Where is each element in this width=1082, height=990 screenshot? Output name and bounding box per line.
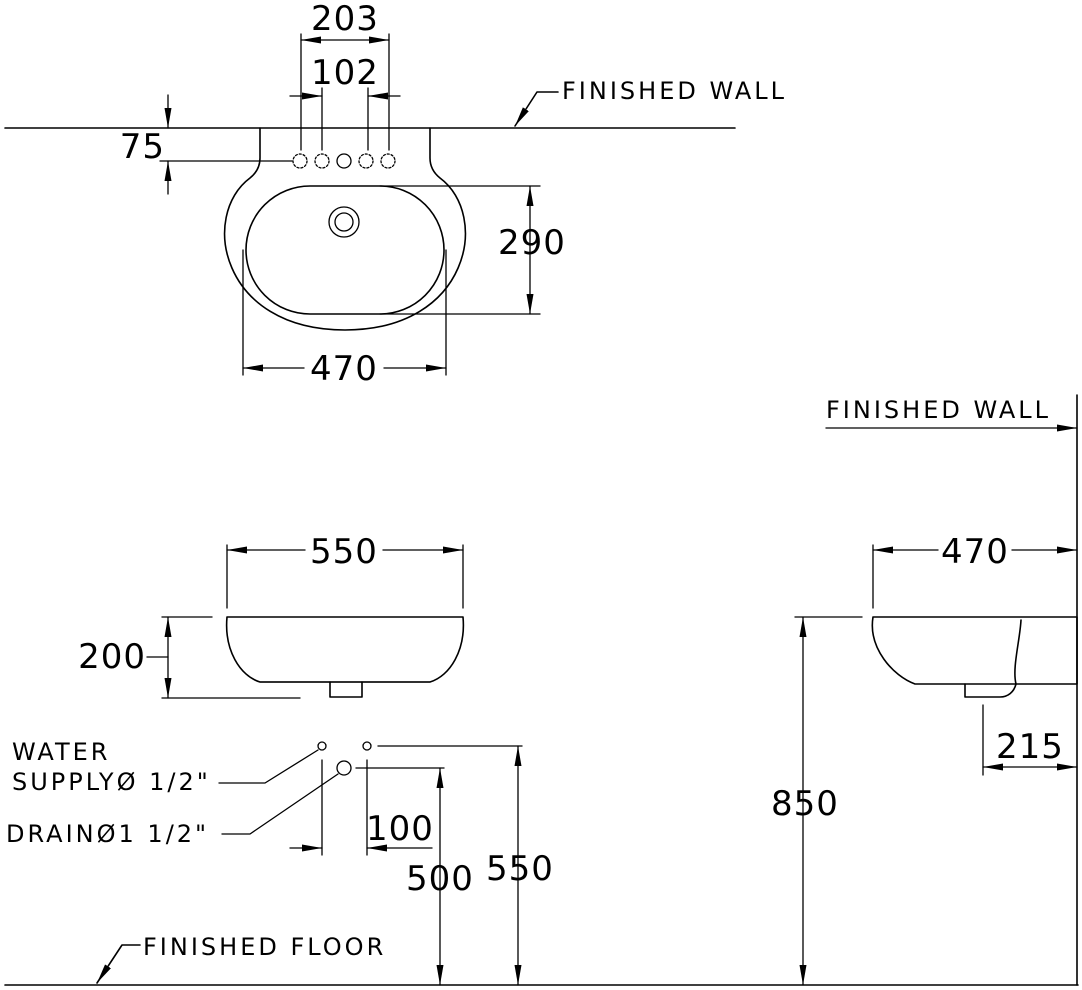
- dim-side-rim-height: 850: [771, 784, 839, 824]
- basin-outline-plan: [223, 127, 467, 331]
- water-supply-point-icon: [362, 741, 372, 751]
- dim-front-supply-height: 550: [486, 849, 554, 889]
- tap-hole-icon: [380, 153, 396, 169]
- dim-side-drain-projection: 215: [996, 727, 1064, 767]
- tap-holes: [292, 153, 396, 169]
- basin-outline-side: [871, 616, 1078, 685]
- water-supply-leader: [218, 749, 319, 784]
- plan-view: FINISHED WALL 203 102 75 290: [4, 0, 787, 389]
- finished-wall-label-side: FINISHED WALL: [826, 396, 1051, 424]
- dim-front-width: 550: [310, 532, 378, 572]
- drain-hole-icon: [328, 206, 360, 238]
- finished-floor-label: FINISHED FLOOR: [143, 933, 386, 961]
- dim-side-depth: 470: [941, 532, 1009, 572]
- drain-point-icon: [336, 760, 352, 776]
- basin-outline-front: [225, 616, 465, 683]
- tap-hole-icon: [292, 153, 308, 169]
- dim-front-drain-offset: 100: [366, 809, 434, 849]
- dim-front-drain-height: 500: [406, 859, 474, 899]
- drain-leader: [221, 773, 339, 835]
- dim-plan-bowl-depth: 290: [498, 223, 566, 263]
- dim-plan-tap-span: 203: [311, 0, 379, 39]
- drain-hole-inner-icon: [334, 212, 354, 232]
- front-elevation: 550 200 100 500 550 WATER SUPPLYØ 1/2" D…: [6, 532, 554, 986]
- finished-wall-label-top: FINISHED WALL: [562, 77, 787, 105]
- tap-hole-icon: [336, 153, 352, 169]
- drain-outlet-side: [964, 683, 1017, 698]
- floor-leader: [96, 944, 141, 984]
- water-supply-label-line2: SUPPLYØ 1/2": [12, 768, 211, 796]
- dim-plan-wall-offset: 75: [120, 127, 165, 167]
- drain-outlet-front: [329, 681, 363, 698]
- plan-wall-leader: [514, 91, 559, 127]
- water-supply-point-icon: [317, 741, 327, 751]
- dim-plan-bowl-width: 470: [310, 349, 378, 389]
- dim-front-height: 200: [78, 637, 146, 677]
- dim-plan-hole-spacing: 102: [311, 53, 379, 93]
- tap-hole-icon: [358, 153, 374, 169]
- floor: FINISHED FLOOR: [4, 933, 1079, 986]
- water-supply-label-line1: WATER: [12, 738, 110, 766]
- bowl-inner-plan: [245, 185, 445, 315]
- drain-label: DRAINØ1 1/2": [6, 820, 209, 848]
- tap-hole-icon: [314, 153, 330, 169]
- side-elevation: FINISHED WALL 470 850 215: [771, 394, 1078, 986]
